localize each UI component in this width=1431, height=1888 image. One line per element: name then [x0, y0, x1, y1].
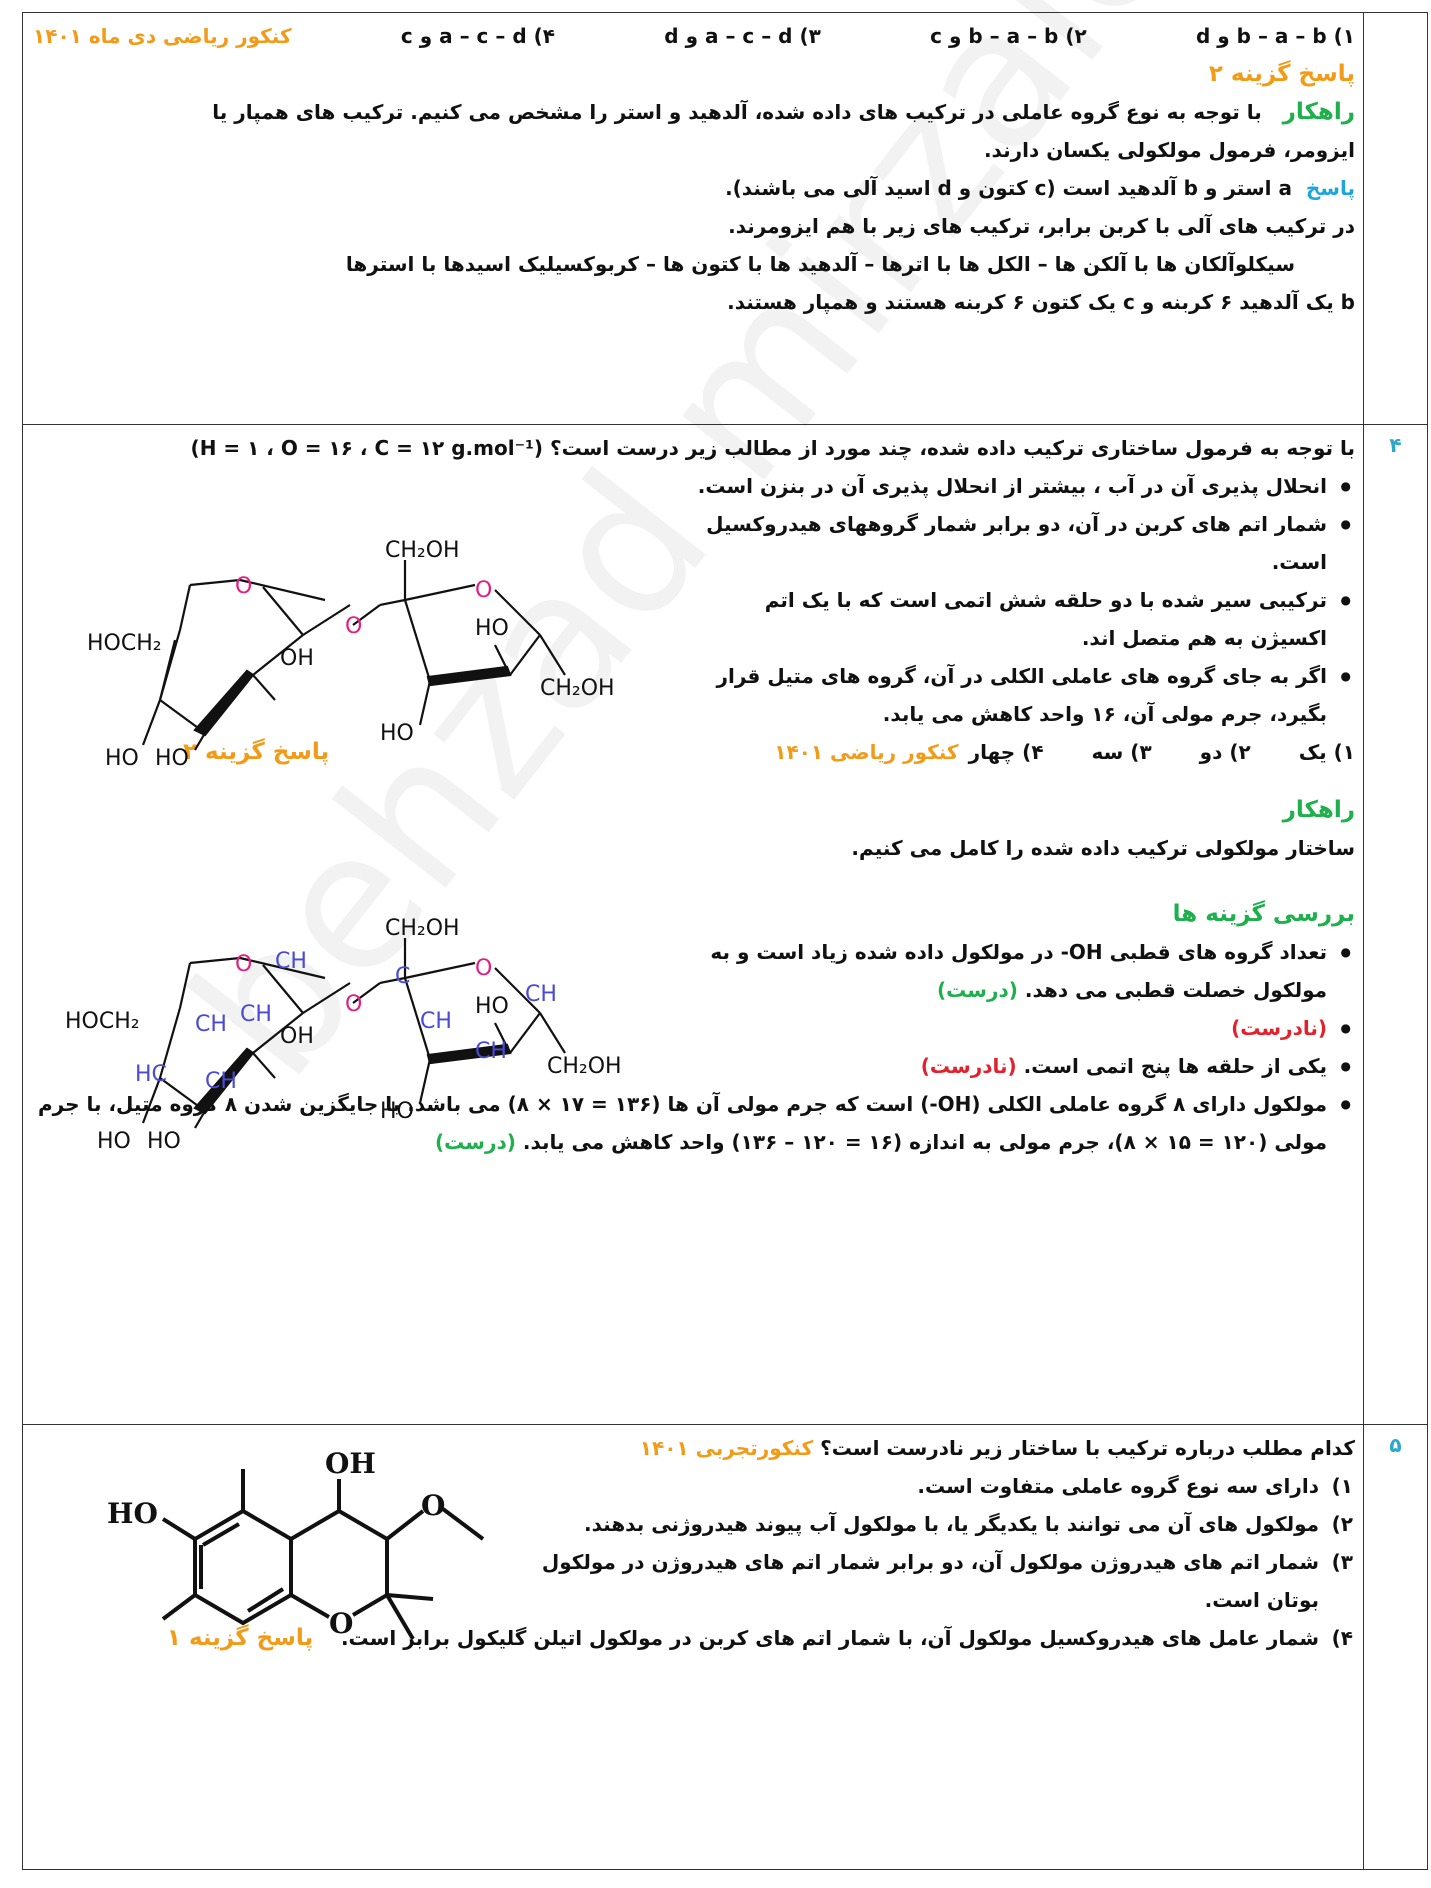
q4-content: با توجه به فرمول ساختاری ترکیب داده شده،… — [22, 424, 1364, 1425]
label-ch-2: CH — [195, 1012, 227, 1037]
q3-line-5: b یک آلدهید ۶ کربنه و c یک کتون ۶ کربنه … — [727, 290, 1355, 314]
label-c: C — [395, 964, 410, 989]
q3-line-3: در ترکیب های آلی با کربن برابر، ترکیب ها… — [728, 214, 1355, 238]
q4-review-4: مولکول دارای ۸ گروه عاملی الکلی (OH-) اس… — [33, 1085, 1355, 1161]
q4-review-3: یکی از حلقه ها پنج اتمی است. (نادرست) — [33, 1047, 1355, 1085]
q5-option-4: ۴)شمار عامل های هیدروکسیل مولکول آن، با … — [166, 1625, 1353, 1651]
q5-question: کدام مطلب درباره ترکیب با ساختار زیر ناد… — [639, 1436, 1355, 1460]
label-oh1: OH — [280, 646, 314, 671]
label2-ho-a: HO — [97, 1129, 131, 1154]
q4-review-1: تعداد گروه های قطبی OH- در مولکول داده ش… — [695, 933, 1355, 1009]
label-ho-bottom-mid: HO — [380, 721, 414, 746]
q5-number: ۵ — [1363, 1424, 1428, 1870]
q4-number: ۴ — [1363, 424, 1428, 1425]
q4-option-3: ۳) سه — [1091, 740, 1152, 764]
sucrose-structure: CH₂OH O O O HOCH₂ OH HO CH₂OH HO HO HO — [87, 538, 615, 771]
q3-line-4: سیکلوآلکان ها با آلکن ها – الکل ها با ات… — [345, 252, 1295, 276]
q4-answer: پاسخ گزینه ۲ — [183, 739, 330, 765]
q3-option-1: ۱) d و b – a – b — [1196, 24, 1355, 48]
label-o-methoxy: O — [421, 1489, 445, 1522]
q4-review-list: تعداد گروه های قطبی OH- در مولکول داده ش… — [33, 933, 1355, 1161]
q3-method-2: ایزومر، فرمول مولکولی یکسان دارند. — [983, 138, 1355, 162]
q4-statement-3: ترکیبی سیر شده با دو حلقه شش اتمی است که… — [695, 581, 1355, 657]
sucrose-structure-annotated: CH₂OH O O O HOCH₂ OH HO CH₂OH HO HO HO C… — [65, 916, 622, 1154]
questions-table: ۱) d و b – a – b ۲) c و b – a – b ۳) d و… — [22, 12, 1428, 1870]
label-oh: OH — [325, 1447, 376, 1480]
label-ch-5: CH — [420, 1009, 452, 1034]
question-4-row: با توجه به فرمول ساختاری ترکیب داده شده،… — [22, 424, 1428, 1425]
q4-option-1: ۱) یک — [1298, 740, 1355, 764]
q3-answer-text: پاسخ a استر و b آلدهید است (c کتون و d ا… — [725, 176, 1355, 200]
q4-option-2: ۲) دو — [1199, 740, 1251, 764]
label-ch-7: CH — [525, 982, 557, 1007]
label-o-bridge: O — [345, 614, 362, 639]
label2-o-left: O — [235, 952, 252, 977]
q4-question: با توجه به فرمول ساختاری ترکیب داده شده،… — [190, 436, 1355, 460]
q4-option-4: ۴) چهار — [968, 740, 1044, 764]
label2-ho-b: HO — [147, 1129, 181, 1154]
q4-statement-1: انحلال پذیری آن در آب ، بیشتر از انحلال … — [33, 467, 1355, 505]
chromanol-structure: OH HO O O — [107, 1447, 485, 1641]
q3-source: کنکور ریاضی دی ماه ۱۴۰۱ — [33, 24, 292, 48]
q3-method: راهکار با توجه به نوع گروه عاملی در ترکی… — [212, 99, 1355, 125]
q4-options: ۱) یک ۲) دو ۳) سه ۴) چهار کنکور ریاضی ۱۴… — [33, 733, 1355, 771]
label-ho: HO — [107, 1497, 158, 1530]
label-ch-3: CH — [240, 1002, 272, 1027]
q5-options: ۱)دارای سه نوع گروه عاملی متفاوت است. ۲)… — [33, 1467, 1355, 1657]
label2-o-right: O — [475, 956, 492, 981]
q3-options: ۱) d و b – a – b ۲) c و b – a – b ۳) d و… — [33, 17, 1355, 55]
label-ho-ring: HO — [475, 616, 509, 641]
q3-option-4: ۴) c و a – c – d — [400, 24, 555, 48]
label-o-right: O — [475, 578, 492, 603]
question-3-row: ۱) d و b – a – b ۲) c و b – a – b ۳) d و… — [22, 12, 1428, 425]
q4-method-label: راهکار — [1282, 797, 1355, 823]
label-ho-a: HO — [105, 746, 139, 771]
q4-statement-4: اگر به جای گروه های عاملی الکلی در آن، گ… — [695, 657, 1355, 733]
label2-oh1: OH — [280, 1024, 314, 1049]
q5-option-2: ۲)مولکول های آن می توانند با یکدیگر یا، … — [584, 1512, 1353, 1536]
label2-hoch2: HOCH₂ — [65, 1009, 140, 1034]
question-5-row: کدام مطلب درباره ترکیب با ساختار زیر ناد… — [22, 1424, 1428, 1870]
q4-review-2: (نادرست) — [33, 1009, 1355, 1047]
label2-ch2oh-right: CH₂OH — [547, 1054, 622, 1079]
q4-statement-2: شمار اتم های کربن در آن، دو برابر شمار گ… — [695, 505, 1355, 581]
q4-source: کنکور ریاضی ۱۴۰۱ — [774, 740, 959, 764]
q4-review-label: بررسی گزینه ها — [1172, 901, 1355, 927]
q3-number — [1363, 12, 1428, 425]
q4-method-text: ساختار مولکولی ترکیب داده شده را کامل می… — [851, 836, 1355, 860]
label-ch-6: CH — [475, 1039, 507, 1064]
label2-ho-ring: HO — [475, 994, 509, 1019]
label2-o-bridge: O — [345, 992, 362, 1017]
q5-option-3: ۳)شمار اتم های هیدروژن مولکول آن، دو برا… — [541, 1550, 1353, 1612]
q5-option-1: ۱)دارای سه نوع گروه عاملی متفاوت است. — [917, 1474, 1353, 1498]
label-ch2oh-top: CH₂OH — [385, 538, 460, 563]
label-hoch2: HOCH₂ — [87, 631, 162, 656]
label-ch-1: CH — [275, 949, 307, 974]
label2-ho-bottom-mid: HO — [380, 1099, 414, 1124]
label-ho-b: HO — [155, 746, 189, 771]
q3-option-3: ۳) d و a – c – d — [664, 24, 821, 48]
label-ch-4: CH — [205, 1069, 237, 1094]
q3-option-2: ۲) c و b – a – b — [930, 24, 1087, 48]
label-hc: HC — [135, 1062, 167, 1087]
label-o-left: O — [235, 574, 252, 599]
label-ch2oh-right: CH₂OH — [540, 676, 615, 701]
q5-content: کدام مطلب درباره ترکیب با ساختار زیر ناد… — [22, 1424, 1364, 1870]
q4-statements: انحلال پذیری آن در آب ، بیشتر از انحلال … — [33, 467, 1355, 733]
q3-content: ۱) d و b – a – b ۲) c و b – a – b ۳) d و… — [22, 12, 1364, 425]
q3-answer: پاسخ گزینه ۲ — [1208, 61, 1355, 87]
label-o-ring: O — [329, 1607, 353, 1640]
label2-ch2oh-top: CH₂OH — [385, 916, 460, 941]
